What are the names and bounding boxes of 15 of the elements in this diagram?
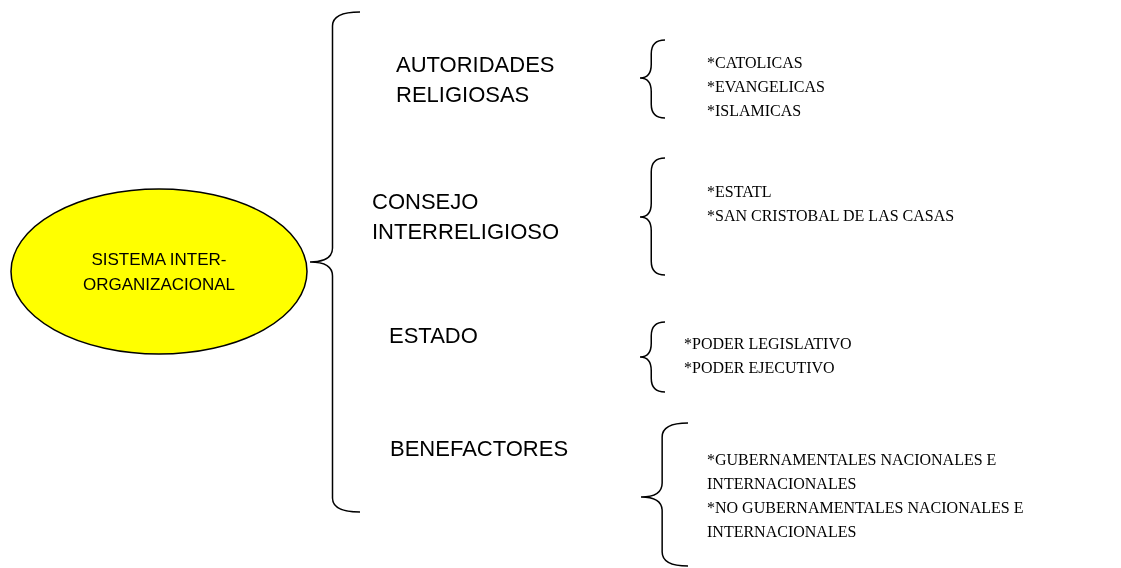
category-label: BENEFACTORES [390, 435, 570, 463]
list-item: *SAN CRISTOBAL DE LAS CASAS [707, 206, 956, 226]
ellipse-node [10, 188, 308, 355]
list-item: *ISLAMICAS [707, 101, 803, 121]
list-item: *ESTATL [707, 182, 773, 202]
category-label: CONSEJO INTERRELIGIOSO [372, 188, 561, 246]
list-item: *EVANGELICAS [707, 77, 826, 97]
list-item: *GUBERNAMENTALES NACIONALES E INTERNACIONALES [707, 450, 998, 494]
list-item: *PODER EJECUTIVO [684, 358, 836, 378]
list-item: *PODER LEGISLATIVO [684, 334, 853, 354]
list-item: *NO GUBERNAMENTALES NACIONALES E INTERNACIONALES [707, 498, 1025, 542]
category-label: AUTORIDADES RELIGIOSAS [396, 51, 556, 109]
node-label: SISTEMA INTER- ORGANIZACIONAL [81, 248, 237, 296]
category-label: ESTADO [389, 322, 479, 350]
list-item: *CATOLICAS [707, 53, 804, 73]
